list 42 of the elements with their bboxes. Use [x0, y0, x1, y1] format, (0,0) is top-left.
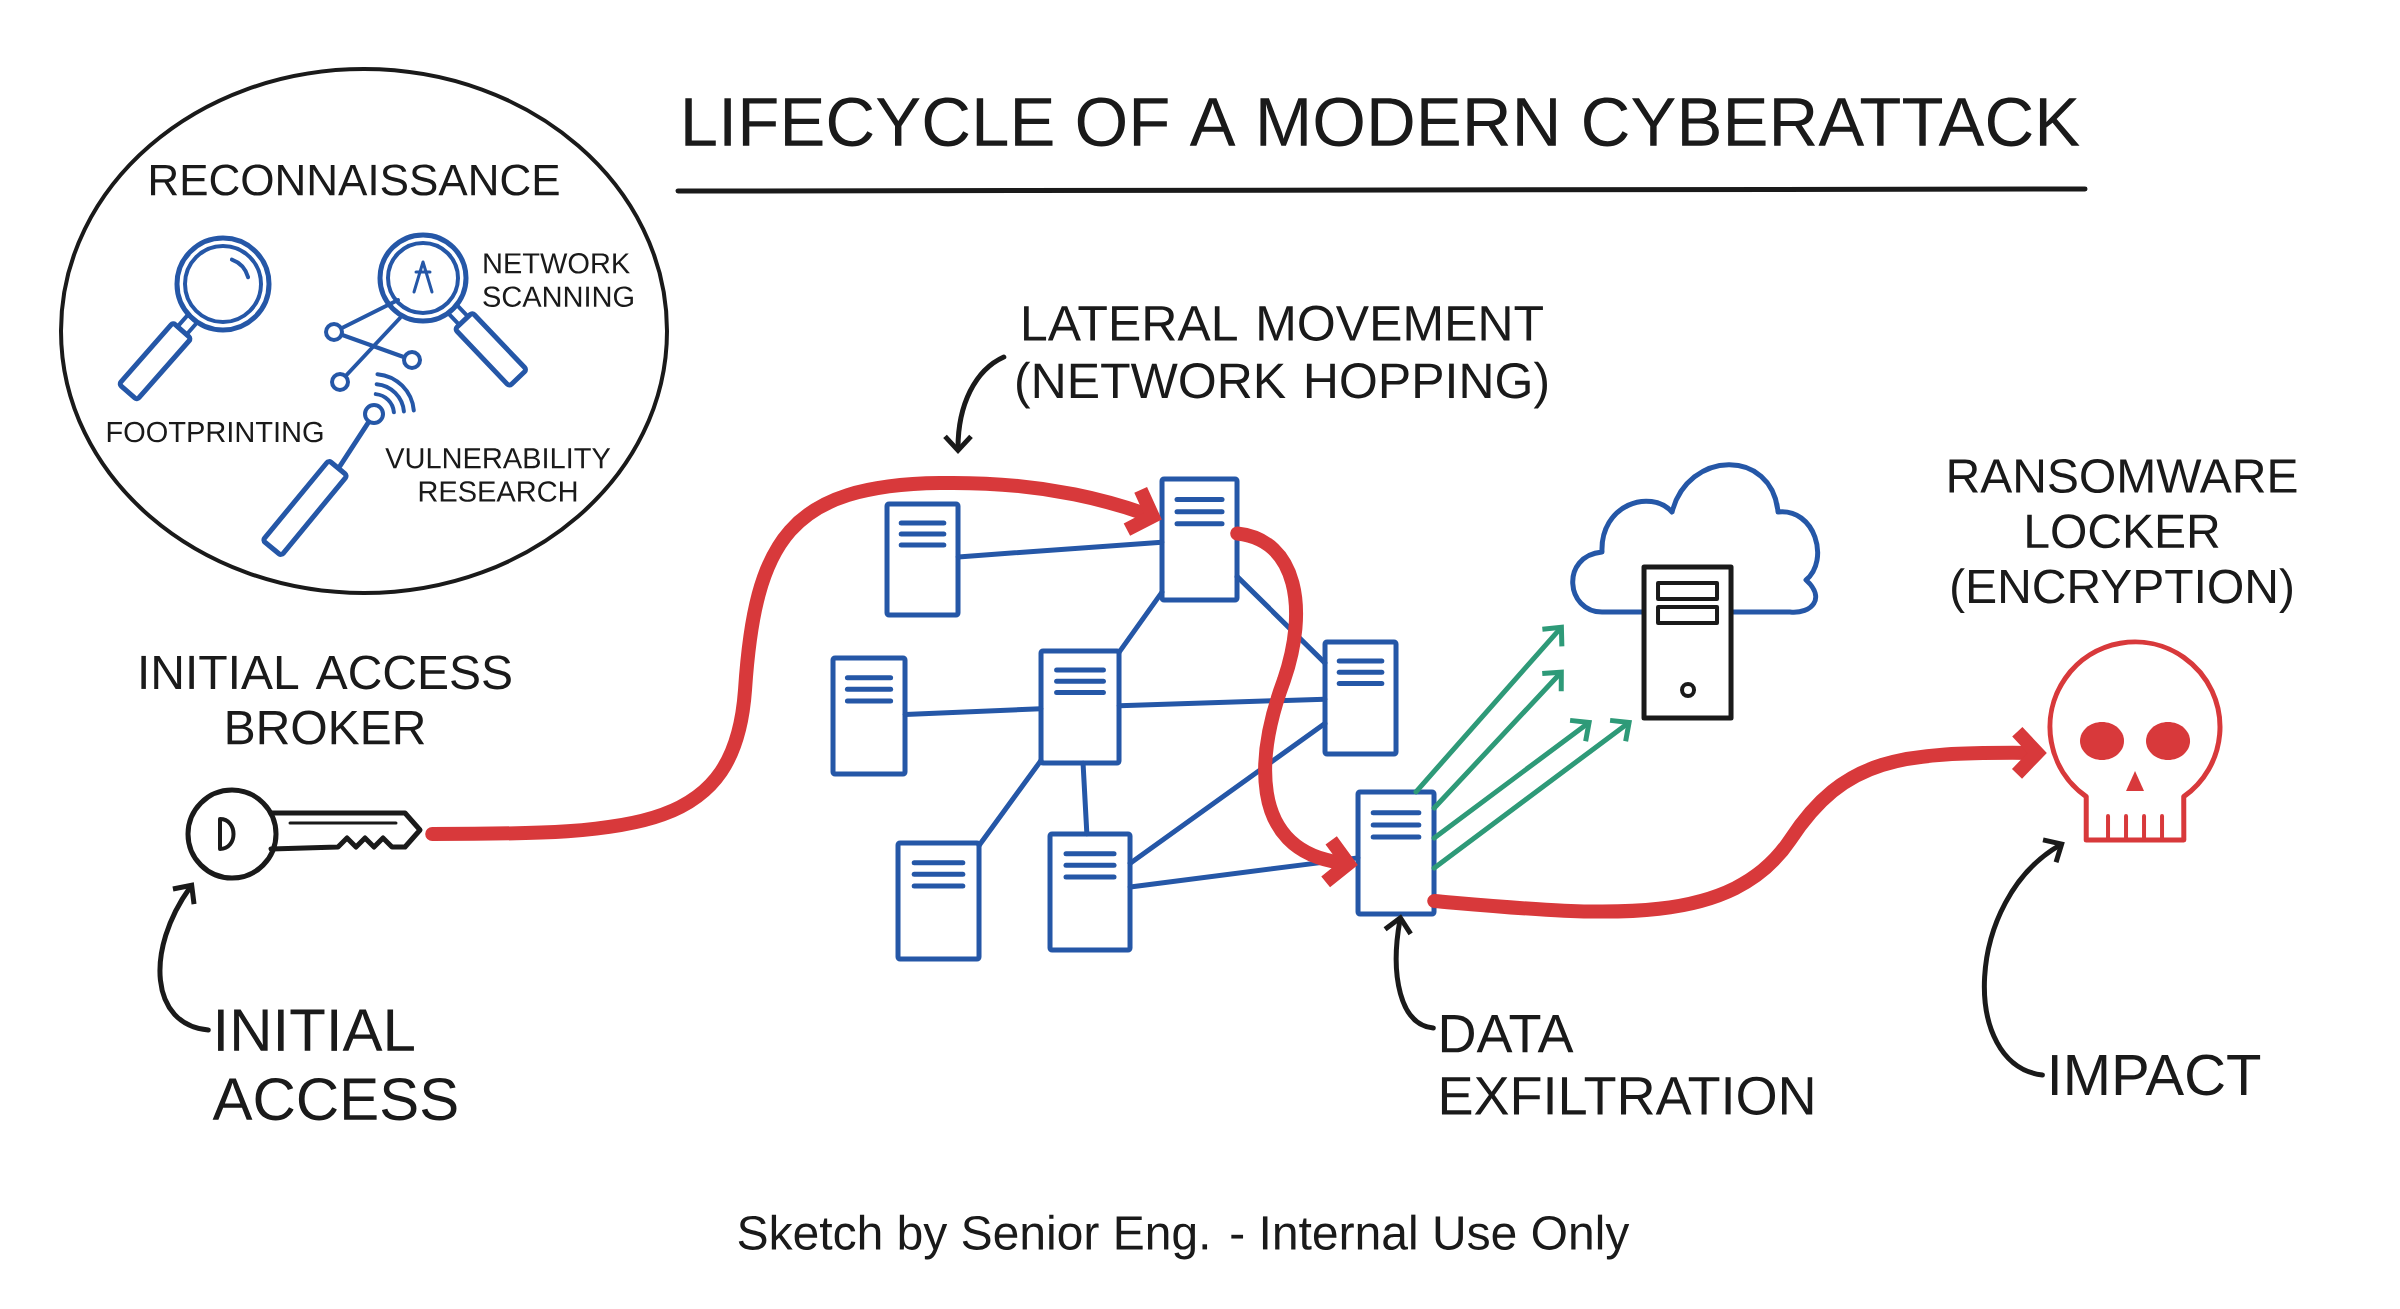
server-icon — [1047, 831, 1133, 953]
link-line — [1234, 574, 1328, 666]
icon-label: NETWORK SCANNING — [483, 253, 633, 307]
link-line — [1080, 760, 1090, 837]
link-line — [1116, 696, 1328, 709]
server-icon — [1038, 648, 1122, 766]
icon-label: VULNERABILITY RESEARCH — [385, 448, 611, 502]
arrow — [1230, 526, 1358, 888]
title: LIFECYCLE OF A MODERN CYBERATTACK — [685, 97, 2080, 147]
link-line — [1127, 721, 1328, 866]
leader-arrow — [1982, 837, 2065, 1078]
arrow — [1431, 717, 1633, 871]
server-icon — [884, 501, 961, 618]
key-icon — [185, 787, 423, 881]
stage-label: DATA EXFILTRATION — [1441, 1015, 1813, 1115]
link-line — [902, 706, 1044, 717]
link-line — [976, 758, 1044, 848]
server-icon — [1159, 476, 1240, 603]
stage-label: LATERAL MOVEMENT (NETWORK HOPPING) — [1017, 305, 1547, 409]
cloud-server-icon — [1570, 462, 1821, 721]
server-icon — [895, 840, 982, 962]
link-line — [955, 539, 1165, 560]
stage-heading: RANSOMWARE LOCKER (ENCRYPTION) — [1949, 459, 2297, 613]
leader-arrow — [1383, 914, 1436, 1031]
server-icon — [1355, 789, 1437, 917]
link-line — [1116, 589, 1165, 655]
arrow — [1431, 669, 1564, 811]
skull-icon — [2047, 639, 2223, 843]
server-icon — [1322, 639, 1399, 757]
arrow — [1413, 624, 1565, 795]
icon-label: FOOTPRINTING — [107, 421, 323, 443]
server-icon — [830, 655, 908, 777]
circle-heading: RECONNAISSANCE — [151, 164, 559, 196]
arrow — [1427, 727, 2047, 919]
leader-arrow — [943, 354, 1007, 454]
leader-arrow — [157, 882, 211, 1033]
caption: Sketch by Senior Eng. - Internal Use Only — [738, 1214, 1630, 1260]
stage-heading: INITIAL ACCESS BROKER — [141, 655, 511, 745]
stage-label: INITIAL ACCESS — [212, 1009, 457, 1121]
arrow — [1431, 717, 1593, 841]
stage-label: IMPACT — [2051, 1054, 2261, 1096]
arrow — [425, 476, 1162, 841]
